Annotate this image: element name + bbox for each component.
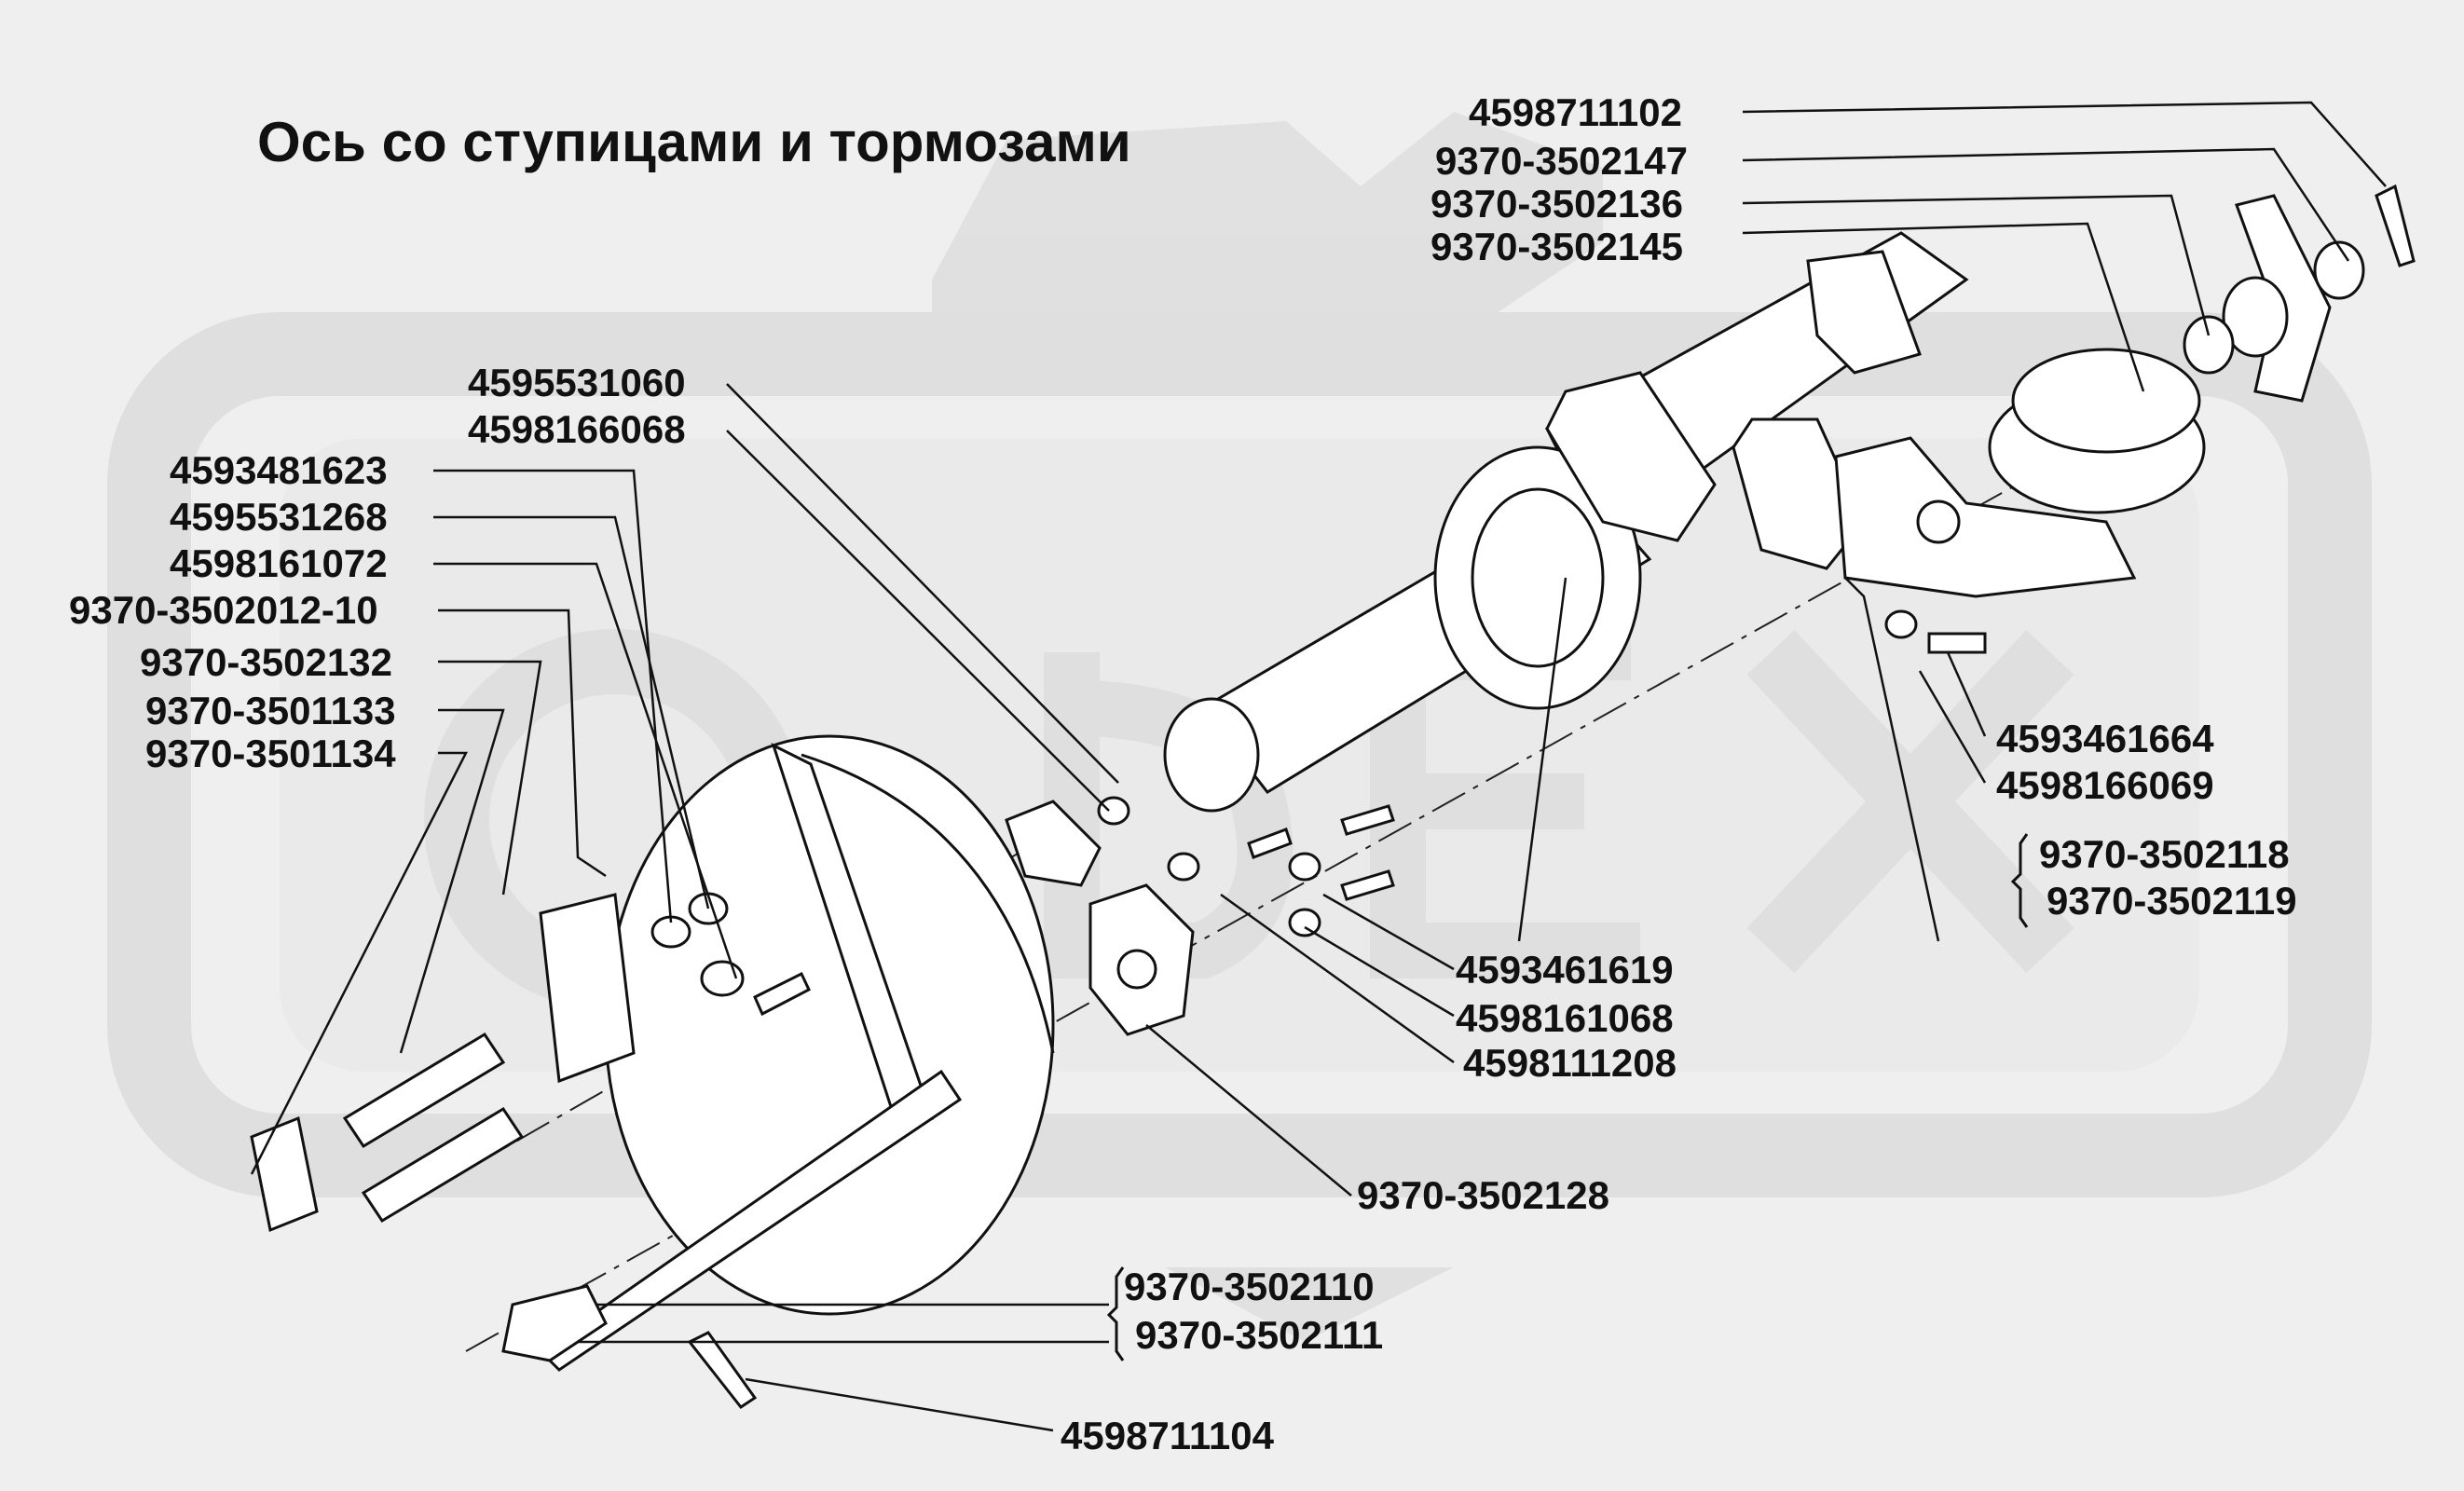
part-number-label: 4598111208 <box>1463 1041 1677 1085</box>
axis-centerline <box>465 465 2051 1352</box>
page-title: Ось со ступицами и тормозами <box>257 111 1131 173</box>
part-number-label: 4598711102 <box>1469 90 1682 134</box>
part-number-label: 9370-3502145 <box>1430 225 1683 268</box>
part-number-label: 9370-3502111 <box>1135 1313 1384 1357</box>
washer <box>1884 609 1918 639</box>
cotter-pin-bottom <box>687 1331 758 1410</box>
part-number-label: 9370-3502012-10 <box>69 588 378 632</box>
part-number-label: 9370-3501133 <box>145 689 396 732</box>
bolt <box>1927 632 1987 654</box>
nut <box>700 960 745 997</box>
washer <box>1167 852 1200 882</box>
slack-adjuster <box>2183 194 2365 403</box>
leader-lines <box>250 101 2387 1432</box>
part-number-label: 4598166068 <box>468 407 686 451</box>
part-number-label: 9370-3501134 <box>145 732 396 775</box>
part-number-label: 4598711104 <box>1061 1414 1274 1457</box>
part-number-label: 9370-3502119 <box>2046 879 2297 923</box>
brace-marks <box>1106 833 2029 1361</box>
part-number-label: 4593481623 <box>170 448 388 492</box>
brake-shield <box>604 734 1055 1316</box>
part-number-label: 9370-3502128 <box>1357 1173 1609 1217</box>
hub-flange <box>1433 445 1642 710</box>
anchor-pin-lower <box>361 1106 525 1224</box>
part-number-label: 4595531060 <box>468 361 686 404</box>
cotter-pin-top <box>2375 184 2416 267</box>
part-number-label: 4593461619 <box>1456 948 1674 992</box>
shim <box>1005 800 1102 887</box>
anchor-pin-upper <box>342 1032 506 1149</box>
part-number-label: 9370-3502118 <box>2039 832 2290 876</box>
part-number-label: 9370-3502132 <box>140 640 392 684</box>
bolt <box>1340 869 1395 901</box>
bolt <box>753 971 811 1017</box>
spring-bracket-left <box>1545 371 1717 542</box>
brake-chamber <box>1834 348 2206 598</box>
part-number-label: 9370-3502147 <box>1435 139 1688 183</box>
part-number-label: 4598161068 <box>1456 996 1674 1040</box>
part-number-label: 4595531268 <box>170 495 388 539</box>
part-number-label: 4598166069 <box>1996 763 2214 807</box>
spring-pad <box>1806 250 1922 375</box>
dust-cover <box>801 753 1055 1054</box>
brake-bracket <box>539 893 636 1084</box>
nut <box>1097 796 1130 826</box>
adapter-flange <box>1088 883 1195 1036</box>
washer <box>1288 908 1321 937</box>
part-number-label: 9370-3502110 <box>1124 1265 1375 1308</box>
link-plate <box>250 1115 319 1233</box>
bolt <box>1340 804 1395 836</box>
washer <box>1288 852 1321 882</box>
camshaft <box>538 1069 963 1372</box>
part-number-label: 4598161072 <box>170 541 388 585</box>
part-number-label: 4593461664 <box>1996 717 2214 760</box>
bolt <box>1247 828 1293 859</box>
part-number-label: 9370-3502136 <box>1430 182 1683 226</box>
